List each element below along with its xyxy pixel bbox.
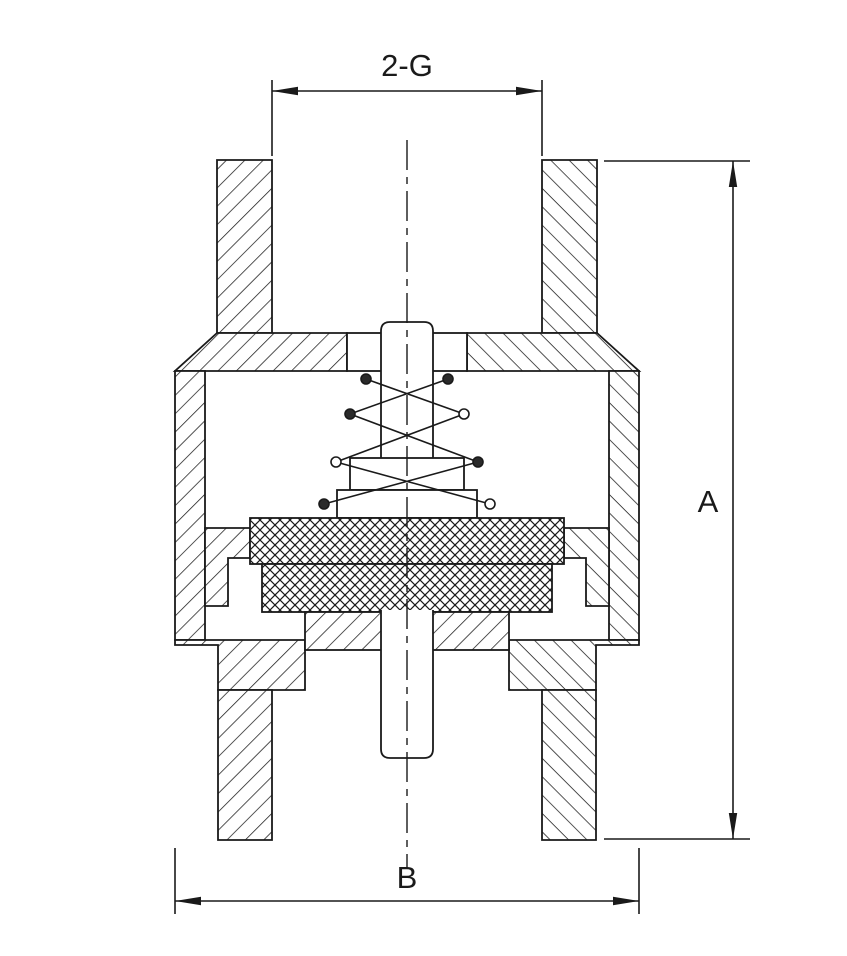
dimension-top-2g xyxy=(271,80,543,156)
dimension-label-2g: 2-G xyxy=(381,48,433,83)
spring-coil-section xyxy=(330,456,342,468)
spring-coil-section xyxy=(458,408,470,420)
dimension-label-a: A xyxy=(698,484,719,519)
body-shoulder xyxy=(172,332,348,372)
valve-spring xyxy=(318,373,496,510)
spring-coil-section xyxy=(360,373,372,385)
body-main-wall xyxy=(174,370,206,641)
body-floor xyxy=(174,639,306,691)
dimensions xyxy=(174,80,750,914)
dimension-width-b xyxy=(174,848,640,914)
spring-coil-section xyxy=(344,408,356,420)
spring-coil-section xyxy=(472,456,484,468)
body-top-port-wall xyxy=(216,159,273,334)
spring-coil-section xyxy=(318,498,330,510)
dimension-label-b: B xyxy=(397,860,418,895)
spring-coil-section xyxy=(442,373,454,385)
valve-body-left-half xyxy=(172,159,348,841)
body-seat-step xyxy=(204,527,251,607)
spring-coil-section xyxy=(484,498,496,510)
dimension-height-a xyxy=(604,160,750,840)
valve-stem-lower xyxy=(380,610,434,759)
body-bottom-port-wall xyxy=(217,689,273,841)
